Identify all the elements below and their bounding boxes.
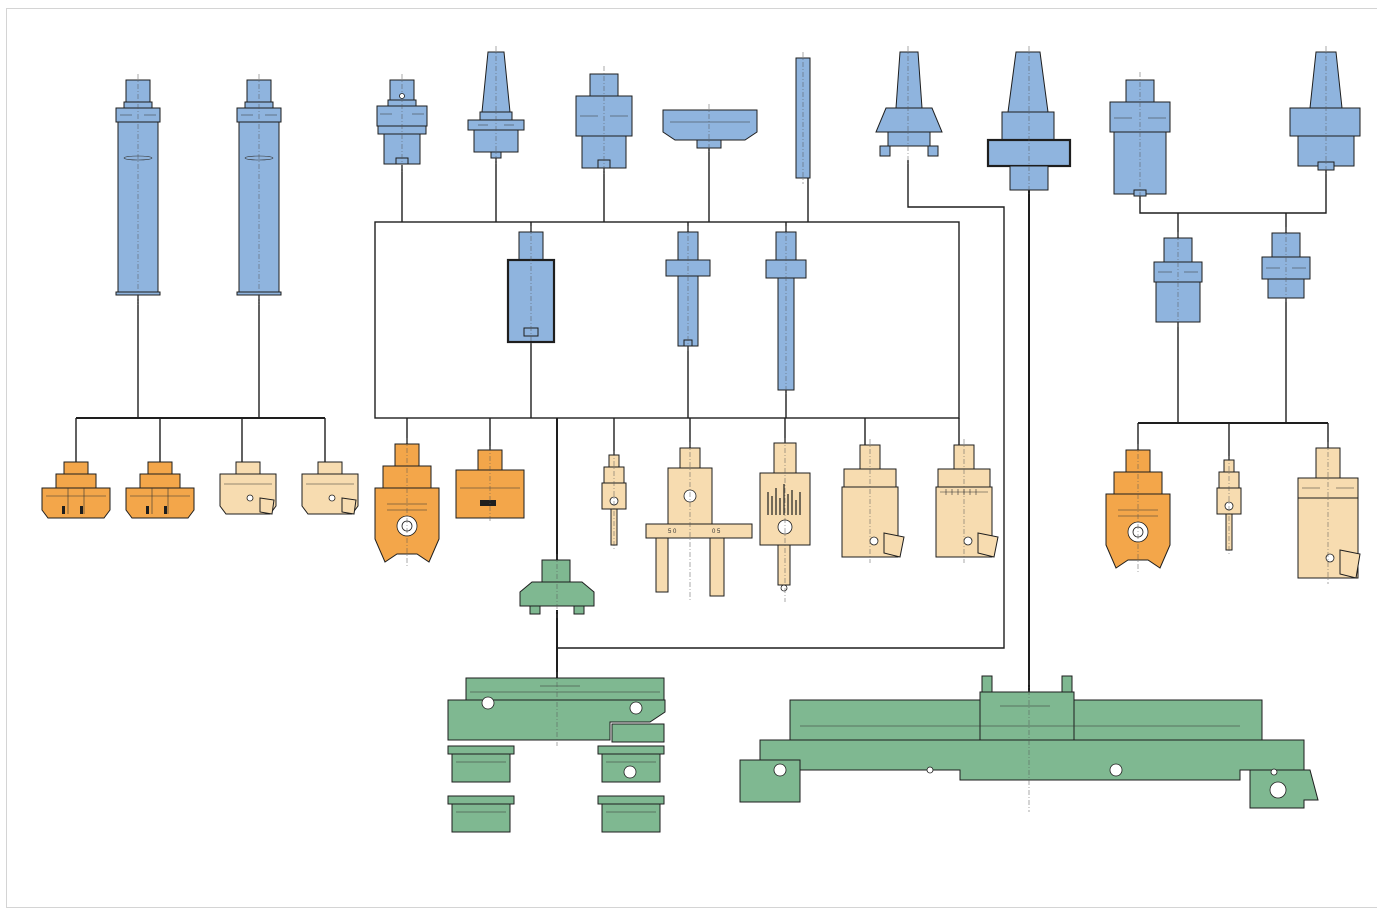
adapter-long [765, 226, 807, 396]
hsk-holder-c [1109, 72, 1171, 200]
fine-boring-small [601, 450, 627, 550]
sk-taper-holder [467, 45, 525, 165]
slide-left-1 [447, 745, 515, 783]
facing-tool-2 [125, 461, 195, 519]
extension-holder-2 [236, 73, 282, 306]
straight-shank [795, 52, 811, 184]
facing-tool-4 [301, 461, 359, 515]
fine-boring-small-2 [1216, 455, 1242, 555]
sk-taper-holder-2 [1289, 46, 1361, 176]
facing-tool-1 [41, 461, 111, 519]
sk-holder-large [986, 46, 1072, 196]
adapter-short [506, 226, 556, 346]
sk-holder-flanged [875, 46, 943, 164]
digital-boring-head [759, 438, 811, 602]
adapter-d [1261, 227, 1311, 304]
facing-tool-3 [219, 461, 277, 515]
green-adapter-head [519, 554, 595, 618]
crossbar-large [739, 675, 1319, 812]
boring-head-c [1297, 442, 1361, 584]
boring-head-a [841, 438, 905, 564]
boring-head-b [935, 438, 999, 564]
orange-head-1 [374, 437, 440, 569]
slide-right-1 [597, 745, 665, 783]
orange-head-3 [1105, 443, 1171, 575]
flange-holder [662, 104, 758, 154]
slide-left-2 [447, 795, 515, 833]
hsk-holder-b [575, 66, 633, 176]
slide-right-2 [597, 795, 665, 833]
svg-text:0 5: 0 5 [712, 529, 721, 535]
twin-cutter-head: 5 0 0 5 [645, 442, 753, 600]
orange-head-2 [455, 446, 525, 522]
connection-lines [75, 148, 1329, 692]
svg-text:5 0: 5 0 [668, 529, 677, 535]
adapter-c [1153, 232, 1203, 328]
crossbar-base-small [447, 672, 666, 746]
hsk-holder-a [376, 73, 428, 173]
extension-holder-1 [115, 73, 161, 306]
adapter-medium [665, 225, 711, 353]
